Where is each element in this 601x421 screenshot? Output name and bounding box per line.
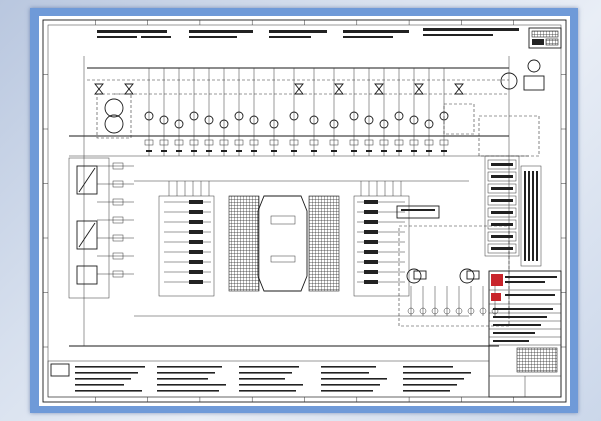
schematic-diagram — [42, 19, 567, 403]
right-panel-stack — [443, 59, 545, 267]
title-block — [488, 270, 562, 398]
drawing-border — [42, 19, 567, 403]
central-switchgear — [158, 181, 410, 297]
instrument-branches — [144, 68, 449, 156]
engineering-drawing-sheet — [39, 16, 570, 406]
top-right-stamp — [528, 27, 562, 49]
top-notes-blocks — [97, 28, 519, 38]
left-equipment-column — [68, 93, 134, 299]
bus-lines — [69, 56, 529, 347]
bottom-notes — [47, 360, 490, 398]
valve-symbols — [94, 83, 464, 95]
